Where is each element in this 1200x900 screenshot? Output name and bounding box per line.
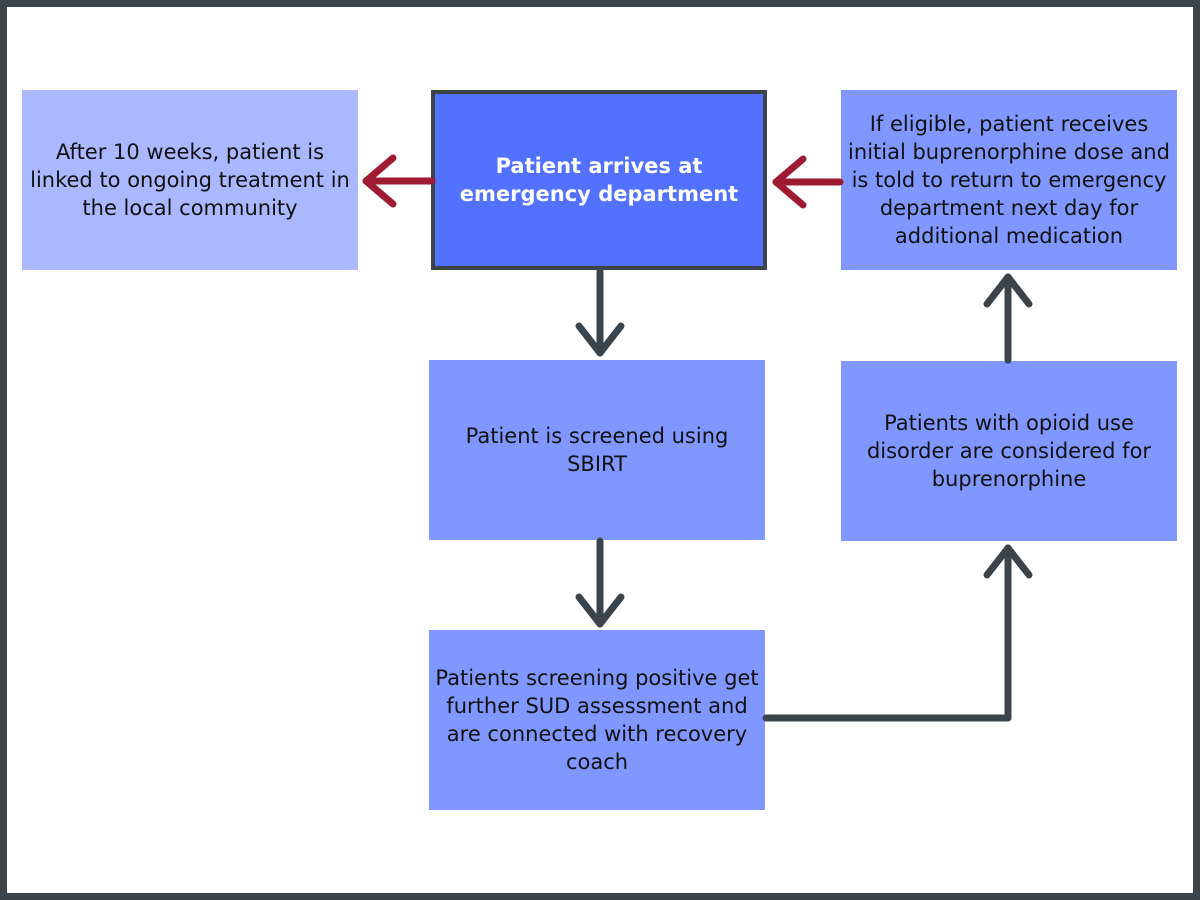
arrow-screened-to-positive xyxy=(575,537,625,628)
node-patient-arrives: Patient arrives at emergency department xyxy=(431,90,767,270)
arrow-positive-to-considered xyxy=(762,544,1033,722)
node-considered-label: Patients with opioid use disorder are co… xyxy=(866,411,1152,491)
arrow-dose-to-arrival xyxy=(772,155,844,209)
node-buprenorphine-dose: If eligible, patient receives initial bu… xyxy=(841,90,1177,270)
node-buprenorphine-dose-label: If eligible, patient receives initial bu… xyxy=(848,112,1170,248)
arrow-screened-to-positive-head xyxy=(575,593,625,628)
node-considered-buprenorphine: Patients with opioid use disorder are co… xyxy=(841,361,1177,541)
node-screening-positive: Patients screening positive get further … xyxy=(429,630,765,810)
node-linked-to-community-treatment: After 10 weeks, patient is linked to ong… xyxy=(22,90,358,270)
node-positive-label: Patients screening positive get further … xyxy=(435,666,759,774)
node-linked-label: After 10 weeks, patient is linked to ong… xyxy=(30,140,350,220)
arrow-dose-to-arrival-head xyxy=(772,155,807,209)
node-screened-sbirt: Patient is screened using SBIRT xyxy=(429,360,765,540)
arrow-arrival-to-linked-head xyxy=(362,154,397,208)
arrow-positive-to-considered-head xyxy=(983,544,1033,579)
node-arrival-label: Patient arrives at emergency department xyxy=(459,154,739,206)
arrow-arrival-to-screened xyxy=(575,267,625,357)
node-screened-label: Patient is screened using SBIRT xyxy=(465,424,729,476)
arrow-considered-to-dose xyxy=(983,273,1033,364)
arrow-considered-to-dose-head xyxy=(983,273,1033,308)
arrow-arrival-to-screened-head xyxy=(575,322,625,357)
arrow-arrival-to-linked xyxy=(362,154,436,208)
arrow-positive-to-considered-shaft xyxy=(762,544,1012,722)
